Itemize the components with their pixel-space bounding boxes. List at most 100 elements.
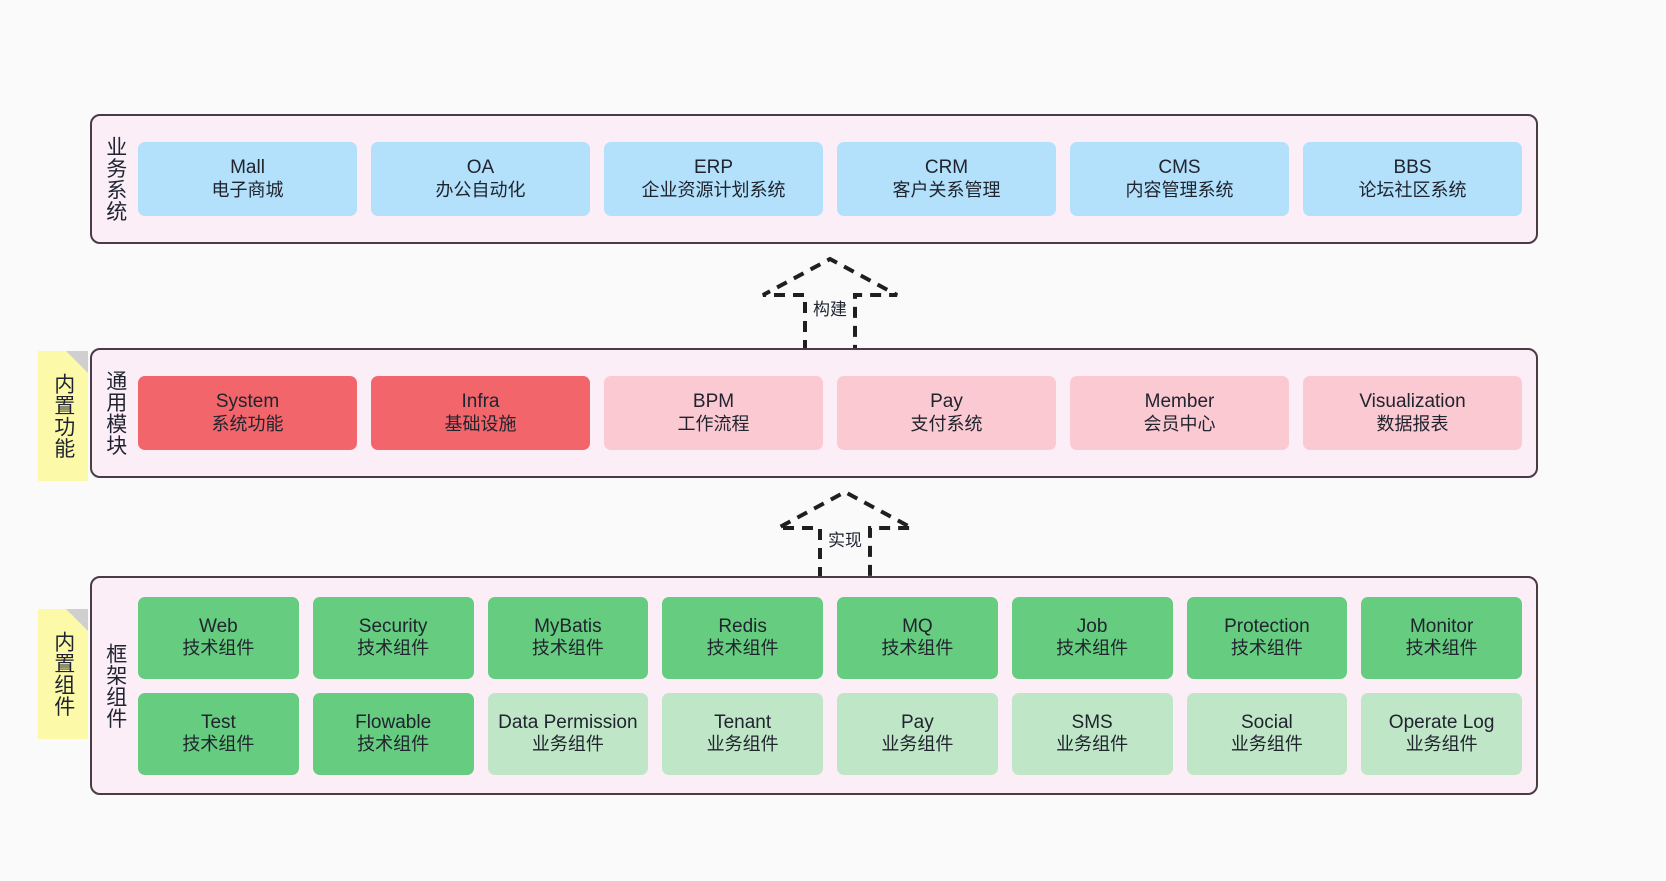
layer-title-common-module: 通用模块 <box>103 370 127 456</box>
component-name: Tenant <box>714 711 772 733</box>
note-builtin-component-label: 内置组件 <box>51 631 75 717</box>
component-subtitle: 业务组件 <box>1056 734 1129 755</box>
component-subtitle: 内容管理系统 <box>1125 179 1234 200</box>
component-name: Operate Log <box>1388 711 1495 733</box>
layer-title-business-system: 业务系统 <box>103 136 127 222</box>
component-name: MyBatis <box>534 615 602 637</box>
component-name: Monitor <box>1409 615 1474 637</box>
note-fold-icon <box>66 609 88 631</box>
component-subtitle: 技术组件 <box>1230 638 1303 659</box>
component-subtitle: 电子商城 <box>211 179 284 200</box>
component-subtitle: 技术组件 <box>357 638 430 659</box>
component-subtitle: 工作流程 <box>677 413 750 434</box>
note-fold-icon <box>66 351 88 373</box>
arrow-implement-label: 实现 <box>826 526 864 551</box>
component-name: CMS <box>1158 157 1201 179</box>
arrow-build-label: 构建 <box>811 295 849 320</box>
component-name: Visualization <box>1359 391 1466 413</box>
component-name: Mall <box>230 157 265 179</box>
component-name: Social <box>1241 711 1293 733</box>
component-name: Flowable <box>355 711 432 733</box>
component-subtitle: 技术组件 <box>1056 638 1129 659</box>
arrow-build: 构建 <box>745 255 915 353</box>
arrow-implement-icon <box>777 489 913 578</box>
component-name: Redis <box>718 615 767 637</box>
component-name: OA <box>466 157 495 179</box>
component-subtitle: 业务组件 <box>1230 734 1303 755</box>
component-name: Web <box>199 615 238 637</box>
component-subtitle: 论坛社区系统 <box>1358 179 1467 200</box>
component-subtitle: 数据报表 <box>1376 413 1449 434</box>
component-subtitle: 技术组件 <box>531 638 604 659</box>
component-name: Protection <box>1224 615 1310 637</box>
arrow-build-icon <box>762 256 898 351</box>
note-builtin-function-label: 内置功能 <box>51 373 75 459</box>
component-name: System <box>215 391 280 413</box>
component-subtitle: 会员中心 <box>1143 413 1216 434</box>
component-subtitle: 技术组件 <box>1405 638 1478 659</box>
component-subtitle: 企业资源计划系统 <box>641 179 786 200</box>
note-builtin-function: 内置功能 <box>38 351 88 481</box>
component-subtitle: 技术组件 <box>706 638 779 659</box>
component-subtitle: 业务组件 <box>531 734 604 755</box>
component-subtitle: 技术组件 <box>182 734 255 755</box>
component-subtitle: 支付系统 <box>910 413 983 434</box>
component-name: Infra <box>461 391 500 413</box>
component-subtitle: 客户关系管理 <box>892 179 1001 200</box>
component-name: Data Permission <box>498 711 638 733</box>
component-name: Job <box>1076 615 1108 637</box>
component-name: MQ <box>902 615 933 637</box>
component-name: Member <box>1144 391 1215 413</box>
component-subtitle: 业务组件 <box>1405 734 1478 755</box>
component-name: BPM <box>692 391 735 413</box>
component-name: Pay <box>901 711 934 733</box>
component-name: BBS <box>1393 157 1432 179</box>
component-subtitle: 技术组件 <box>182 638 255 659</box>
component-subtitle: 办公自动化 <box>435 179 526 200</box>
component-subtitle: 业务组件 <box>706 734 779 755</box>
component-name: ERP <box>693 157 734 179</box>
component-name: Test <box>200 711 236 733</box>
component-subtitle: 技术组件 <box>881 638 954 659</box>
component-name: Security <box>358 615 428 637</box>
